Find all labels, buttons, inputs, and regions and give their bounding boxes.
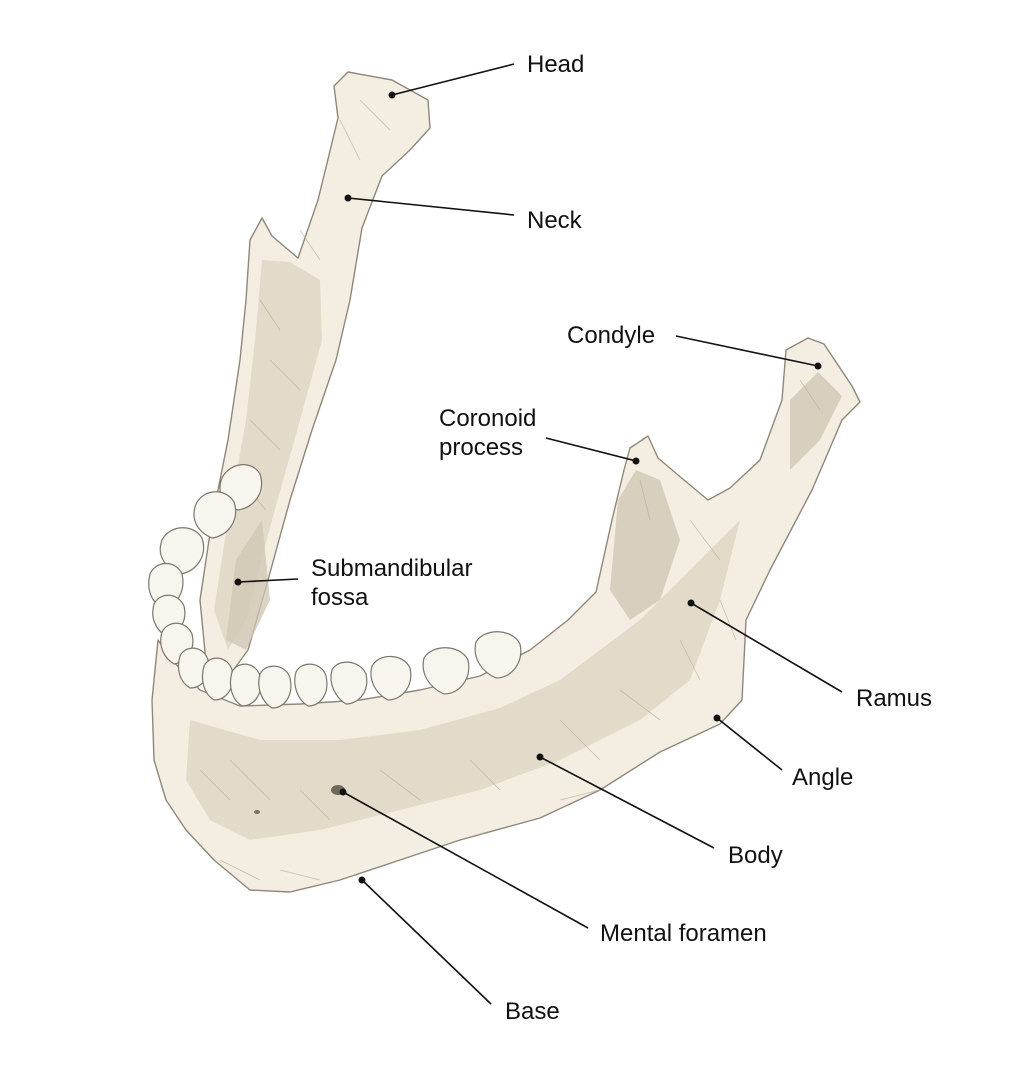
ramus-leader — [690, 602, 843, 693]
angle-leader — [716, 717, 783, 771]
label-condyle: Condyle — [567, 322, 655, 349]
label-body: Body — [728, 842, 783, 869]
coronoid-leader — [545, 437, 637, 462]
body-leader — [539, 756, 715, 849]
molar-back-2 — [193, 491, 237, 539]
label-coronoid-line2: process — [439, 434, 523, 461]
coronoid-dot — [632, 457, 640, 465]
molar-right-2 — [474, 631, 522, 679]
mental-foramen-dot — [339, 788, 347, 796]
ramus-dot — [687, 599, 695, 607]
condyle-dot — [814, 362, 822, 370]
base-leader — [361, 879, 492, 1005]
label-neck: Neck — [527, 207, 583, 234]
neck-dot — [344, 194, 352, 202]
small-foramen-hole — [254, 810, 260, 814]
submandibular-leader — [237, 578, 299, 583]
incisor-3 — [229, 663, 262, 707]
teeth — [148, 464, 522, 709]
pencil-hatching — [199, 99, 821, 881]
label-ramus: Ramus — [856, 685, 932, 712]
body-dot — [536, 753, 544, 761]
label-head: Head — [527, 51, 584, 78]
canine-right — [294, 663, 328, 707]
condyle-leader — [675, 335, 819, 367]
ramus-edge-shade — [790, 372, 842, 470]
submandibular-dot — [234, 578, 242, 586]
mandible-body-shade — [186, 520, 740, 840]
premolar-right-1 — [330, 661, 368, 705]
mental-foramen-leader — [342, 791, 589, 929]
label-angle: Angle — [792, 764, 853, 791]
label-base: Base — [505, 998, 560, 1025]
incisor-4 — [258, 665, 292, 709]
head-dot — [388, 91, 396, 99]
base-dot — [358, 876, 366, 884]
neck-leader — [347, 197, 515, 216]
angle-dot — [713, 714, 721, 722]
label-submandibular-line2: fossa — [311, 584, 369, 611]
far-ramus-fossa-shade — [226, 520, 270, 650]
label-submandibular-line1: Submandibular — [311, 555, 472, 582]
leader-lines — [234, 63, 843, 1005]
label-mental-foramen: Mental foramen — [600, 920, 767, 947]
label-coronoid-line1: Coronoid — [439, 405, 536, 432]
incisor-2 — [201, 657, 234, 701]
head-leader — [391, 63, 515, 96]
labels: Head Neck Condyle Coronoid process Subma… — [311, 51, 932, 1025]
molar-back-3 — [159, 527, 205, 575]
coronoid-shade — [610, 470, 680, 620]
mandible-illustration — [148, 71, 861, 893]
premolar-right-2 — [370, 655, 412, 701]
molar-right-1 — [422, 647, 470, 695]
